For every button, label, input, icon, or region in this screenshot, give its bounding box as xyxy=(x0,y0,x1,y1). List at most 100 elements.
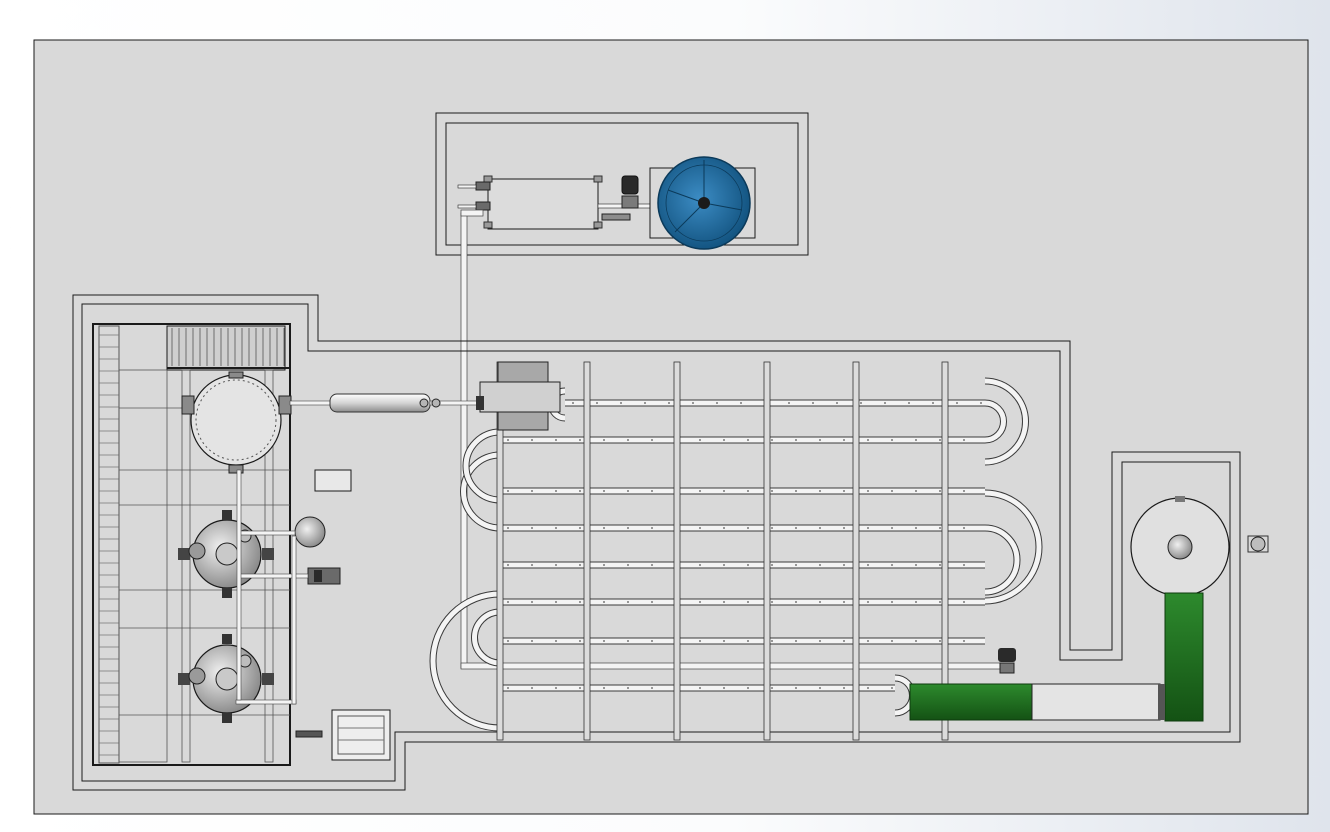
coil-clip xyxy=(843,439,845,441)
coil-clip xyxy=(555,601,557,603)
coil-clip xyxy=(596,402,598,404)
coil-clip xyxy=(644,402,646,404)
coil-clip xyxy=(740,402,742,404)
platform-column xyxy=(181,369,191,763)
coil-clip xyxy=(771,527,773,529)
coil-clip xyxy=(915,490,917,492)
coil-clip xyxy=(915,439,917,441)
coil-clip xyxy=(723,640,725,642)
coil-clip xyxy=(908,402,910,404)
coil-clip xyxy=(692,402,694,404)
coil-clip xyxy=(507,490,509,492)
coil-clip xyxy=(723,527,725,529)
coil-clip xyxy=(555,527,557,529)
coil-clip xyxy=(579,687,581,689)
pump-icon xyxy=(998,648,1016,674)
coil-clip xyxy=(555,439,557,441)
coil-clip xyxy=(788,402,790,404)
coil-clip xyxy=(867,687,869,689)
conveyor-icon xyxy=(909,592,1204,722)
coil-clip xyxy=(819,687,821,689)
coil-clip xyxy=(699,439,701,441)
coil-clip xyxy=(771,601,773,603)
coil-clip xyxy=(747,439,749,441)
coil-clip xyxy=(627,687,629,689)
coil-clip xyxy=(531,564,533,566)
coil-bend-right xyxy=(984,525,1020,595)
coil-clip xyxy=(891,601,893,603)
coil-clip xyxy=(915,564,917,566)
coil-support xyxy=(852,361,860,741)
heat-exchanger-room xyxy=(435,112,809,256)
coil-clip xyxy=(603,439,605,441)
coil-clip xyxy=(963,640,965,642)
coil-clip xyxy=(963,564,965,566)
platform-column xyxy=(264,369,274,763)
coil-clip xyxy=(579,490,581,492)
coil-clip xyxy=(836,402,838,404)
coil-clip xyxy=(963,490,965,492)
coil-clip xyxy=(555,640,557,642)
coil-clip xyxy=(819,640,821,642)
coil-clip xyxy=(603,527,605,529)
coil-clip xyxy=(915,640,917,642)
coil-clip xyxy=(651,640,653,642)
coil-clip xyxy=(531,640,533,642)
coil-clip xyxy=(507,640,509,642)
coil-clip xyxy=(747,527,749,529)
coil-clip xyxy=(747,687,749,689)
coil-clip xyxy=(651,490,653,492)
coil-clip xyxy=(843,687,845,689)
coil-clip xyxy=(627,640,629,642)
coil-clip xyxy=(819,490,821,492)
coil-clip xyxy=(699,687,701,689)
coil-clip xyxy=(603,640,605,642)
tank-icon xyxy=(649,156,756,250)
coil-clip xyxy=(603,687,605,689)
coil-clip xyxy=(867,490,869,492)
coil-support xyxy=(763,361,771,741)
pump-icon xyxy=(621,175,639,209)
coil-clip xyxy=(651,439,653,441)
coil-clip xyxy=(915,601,917,603)
coil-clip xyxy=(723,687,725,689)
cooling-coil xyxy=(429,361,1043,741)
coil-clip xyxy=(795,527,797,529)
reactor-lower xyxy=(178,634,274,723)
coil-clip xyxy=(939,527,941,529)
coil-clip xyxy=(507,564,509,566)
stair-icon xyxy=(166,325,286,371)
filter-skid xyxy=(487,178,599,230)
coil-clip xyxy=(699,640,701,642)
coil-clip xyxy=(819,601,821,603)
coil-clip xyxy=(891,687,893,689)
coil-clip xyxy=(603,601,605,603)
coil-clip xyxy=(627,527,629,529)
coil-clip xyxy=(627,564,629,566)
coil-clip xyxy=(843,601,845,603)
coil-clip xyxy=(891,564,893,566)
coil-bend-left xyxy=(472,609,501,666)
coil-clip xyxy=(860,402,862,404)
coil-clip xyxy=(963,601,965,603)
coil-clip xyxy=(939,601,941,603)
coil-clip xyxy=(867,439,869,441)
coil-clip xyxy=(795,490,797,492)
coil-clip xyxy=(843,564,845,566)
coil-clip xyxy=(867,640,869,642)
coil-clip xyxy=(579,564,581,566)
coil-clip xyxy=(579,527,581,529)
coil-clip xyxy=(723,490,725,492)
coil-clip xyxy=(747,564,749,566)
coil-clip xyxy=(891,490,893,492)
coil-clip xyxy=(531,490,533,492)
coil-clip xyxy=(771,640,773,642)
coil-clip xyxy=(651,527,653,529)
coil-clip xyxy=(963,439,965,441)
coil-clip xyxy=(668,402,670,404)
coil-clip xyxy=(716,402,718,404)
reactor-upper xyxy=(178,510,274,598)
coil-clip xyxy=(884,402,886,404)
coil-bend-right xyxy=(984,400,1006,443)
